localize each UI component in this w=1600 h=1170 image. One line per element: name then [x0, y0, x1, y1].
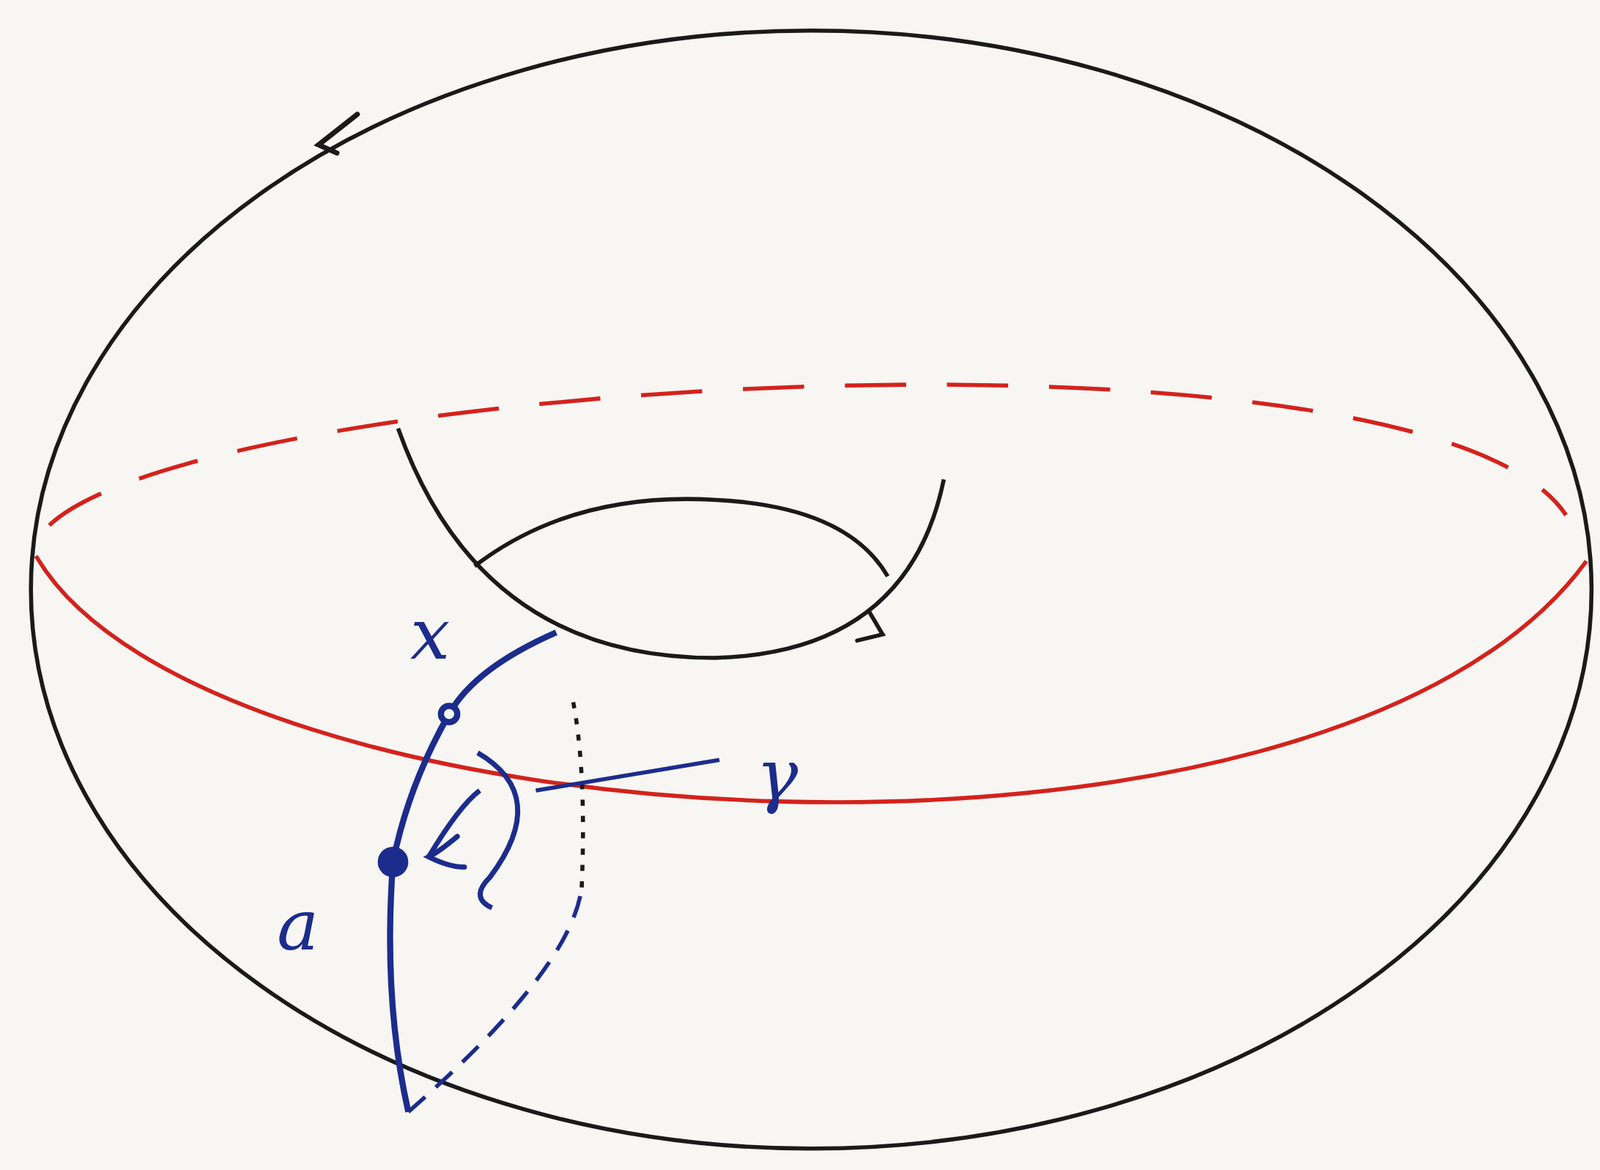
- point-label: a: [276, 890, 319, 961]
- loop-label: γ: [756, 739, 798, 811]
- point-label: x: [410, 599, 450, 670]
